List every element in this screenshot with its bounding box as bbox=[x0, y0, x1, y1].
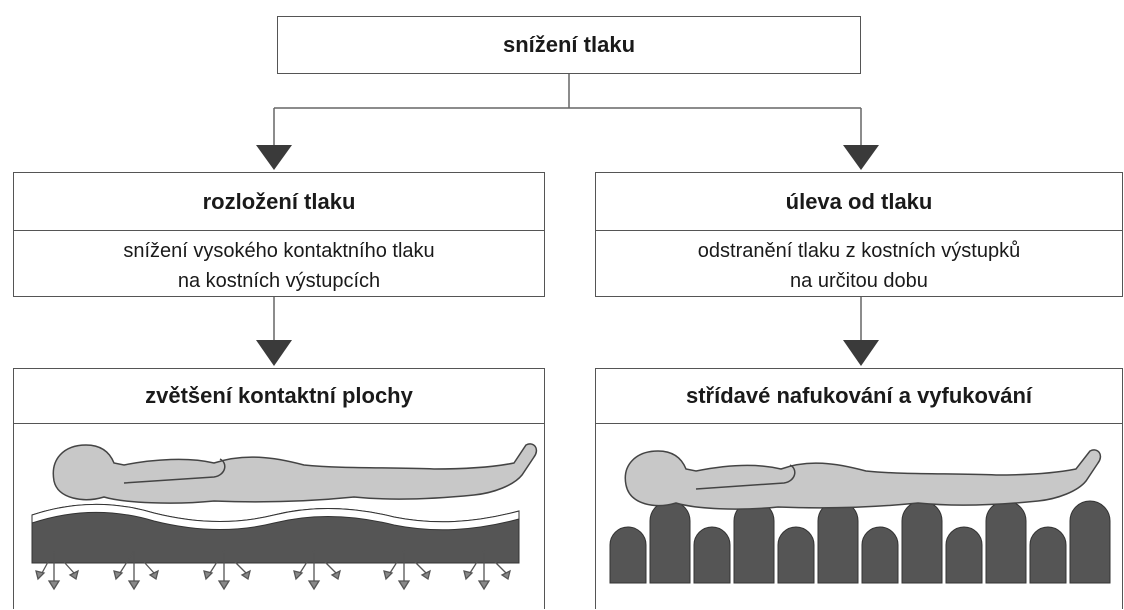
right-bottom-panel: střídavé nafukování a vyfukování bbox=[595, 368, 1123, 609]
human-figure bbox=[53, 444, 536, 503]
right-desc-line1: odstranění tlaku z kostních výstupků bbox=[596, 236, 1122, 266]
foam-mattress bbox=[32, 504, 519, 563]
body-on-air-cells-illustration bbox=[596, 423, 1122, 610]
top-box-pressure-reduction: snížení tlaku bbox=[277, 16, 861, 74]
right-box-pressure-relief: úleva od tlaku odstranění tlaku z kostní… bbox=[595, 172, 1123, 297]
right-box-title: úleva od tlaku bbox=[596, 173, 1122, 231]
left-desc-line2: na kostních výstupcích bbox=[14, 266, 544, 296]
air-cells bbox=[610, 501, 1110, 583]
body-on-foam-mattress-illustration bbox=[14, 423, 544, 610]
right-bottom-title: střídavé nafukování a vyfukování bbox=[596, 369, 1122, 424]
left-box-description: snížení vysokého kontaktního tlaku na ko… bbox=[14, 231, 544, 296]
left-box-title: rozložení tlaku bbox=[14, 173, 544, 231]
left-bottom-panel: zvětšení kontaktní plochy bbox=[13, 368, 545, 609]
left-desc-line1: snížení vysokého kontaktního tlaku bbox=[14, 236, 544, 266]
human-figure bbox=[625, 450, 1100, 509]
arrow-down-icon bbox=[843, 340, 879, 366]
arrow-down-icon bbox=[256, 145, 292, 170]
arrow-down-icon bbox=[256, 340, 292, 366]
right-desc-line2: na určitou dobu bbox=[596, 266, 1122, 296]
top-title: snížení tlaku bbox=[503, 32, 635, 58]
left-bottom-title: zvětšení kontaktní plochy bbox=[14, 369, 544, 424]
left-box-pressure-distribution: rozložení tlaku snížení vysokého kontakt… bbox=[13, 172, 545, 297]
right-box-description: odstranění tlaku z kostních výstupků na … bbox=[596, 231, 1122, 296]
arrow-down-icon bbox=[843, 145, 879, 170]
